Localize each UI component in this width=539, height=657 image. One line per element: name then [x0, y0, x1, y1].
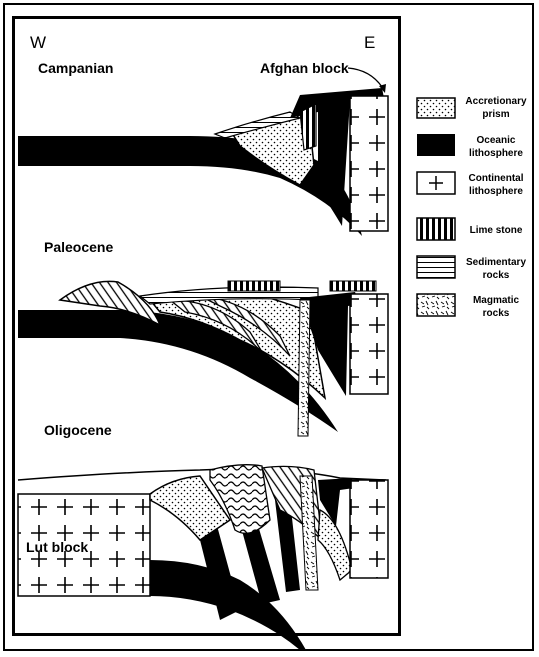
legend-oceanic-line1: Oceanic — [477, 135, 516, 146]
legend-continental-line2: lithosphere — [469, 186, 523, 197]
afghan-block-arrow — [348, 68, 384, 90]
campanian-label: Campanian — [38, 60, 113, 76]
paleocene-magmatic-dike — [298, 300, 310, 436]
campanian-section — [18, 88, 388, 236]
legend-accretionary-line1: Accretionary — [465, 96, 527, 107]
legend-continental-line1: Continental — [469, 173, 524, 184]
legend-sedimentary-line2: rocks — [483, 270, 510, 281]
lut-block-label: Lut block — [26, 539, 88, 555]
legend: Accretionary prism Oceanic lithosphere C… — [417, 96, 527, 319]
campanian-afghan-continental — [350, 96, 388, 231]
legend-magmatic-swatch — [417, 294, 455, 316]
legend-accretionary-line2: prism — [482, 109, 509, 120]
paleocene-limestone-cap-east — [330, 281, 376, 291]
east-label: E — [364, 33, 375, 52]
afghan-block-label: Afghan block — [260, 60, 349, 76]
legend-magmatic-line2: rocks — [483, 308, 510, 319]
paleocene-section — [18, 281, 388, 436]
legend-sedimentary-swatch — [417, 256, 455, 278]
oligocene-section: Lut block — [18, 465, 388, 650]
legend-accretionary-swatch — [417, 98, 455, 118]
oligocene-label: Oligocene — [44, 422, 112, 438]
paleocene-limestone-cap — [228, 281, 280, 291]
legend-oceanic-line2: lithosphere — [469, 148, 523, 159]
legend-magmatic-line1: Magmatic — [473, 295, 520, 306]
legend-limestone-label: Lime stone — [470, 225, 523, 236]
west-label: W — [30, 33, 46, 52]
legend-oceanic-swatch — [417, 134, 455, 156]
oligocene-continental — [350, 480, 388, 578]
paleocene-continental — [350, 294, 388, 394]
paleocene-label: Paleocene — [44, 239, 113, 255]
legend-sedimentary-line1: Sedimentary — [466, 257, 526, 268]
legend-limestone-swatch — [417, 218, 455, 240]
